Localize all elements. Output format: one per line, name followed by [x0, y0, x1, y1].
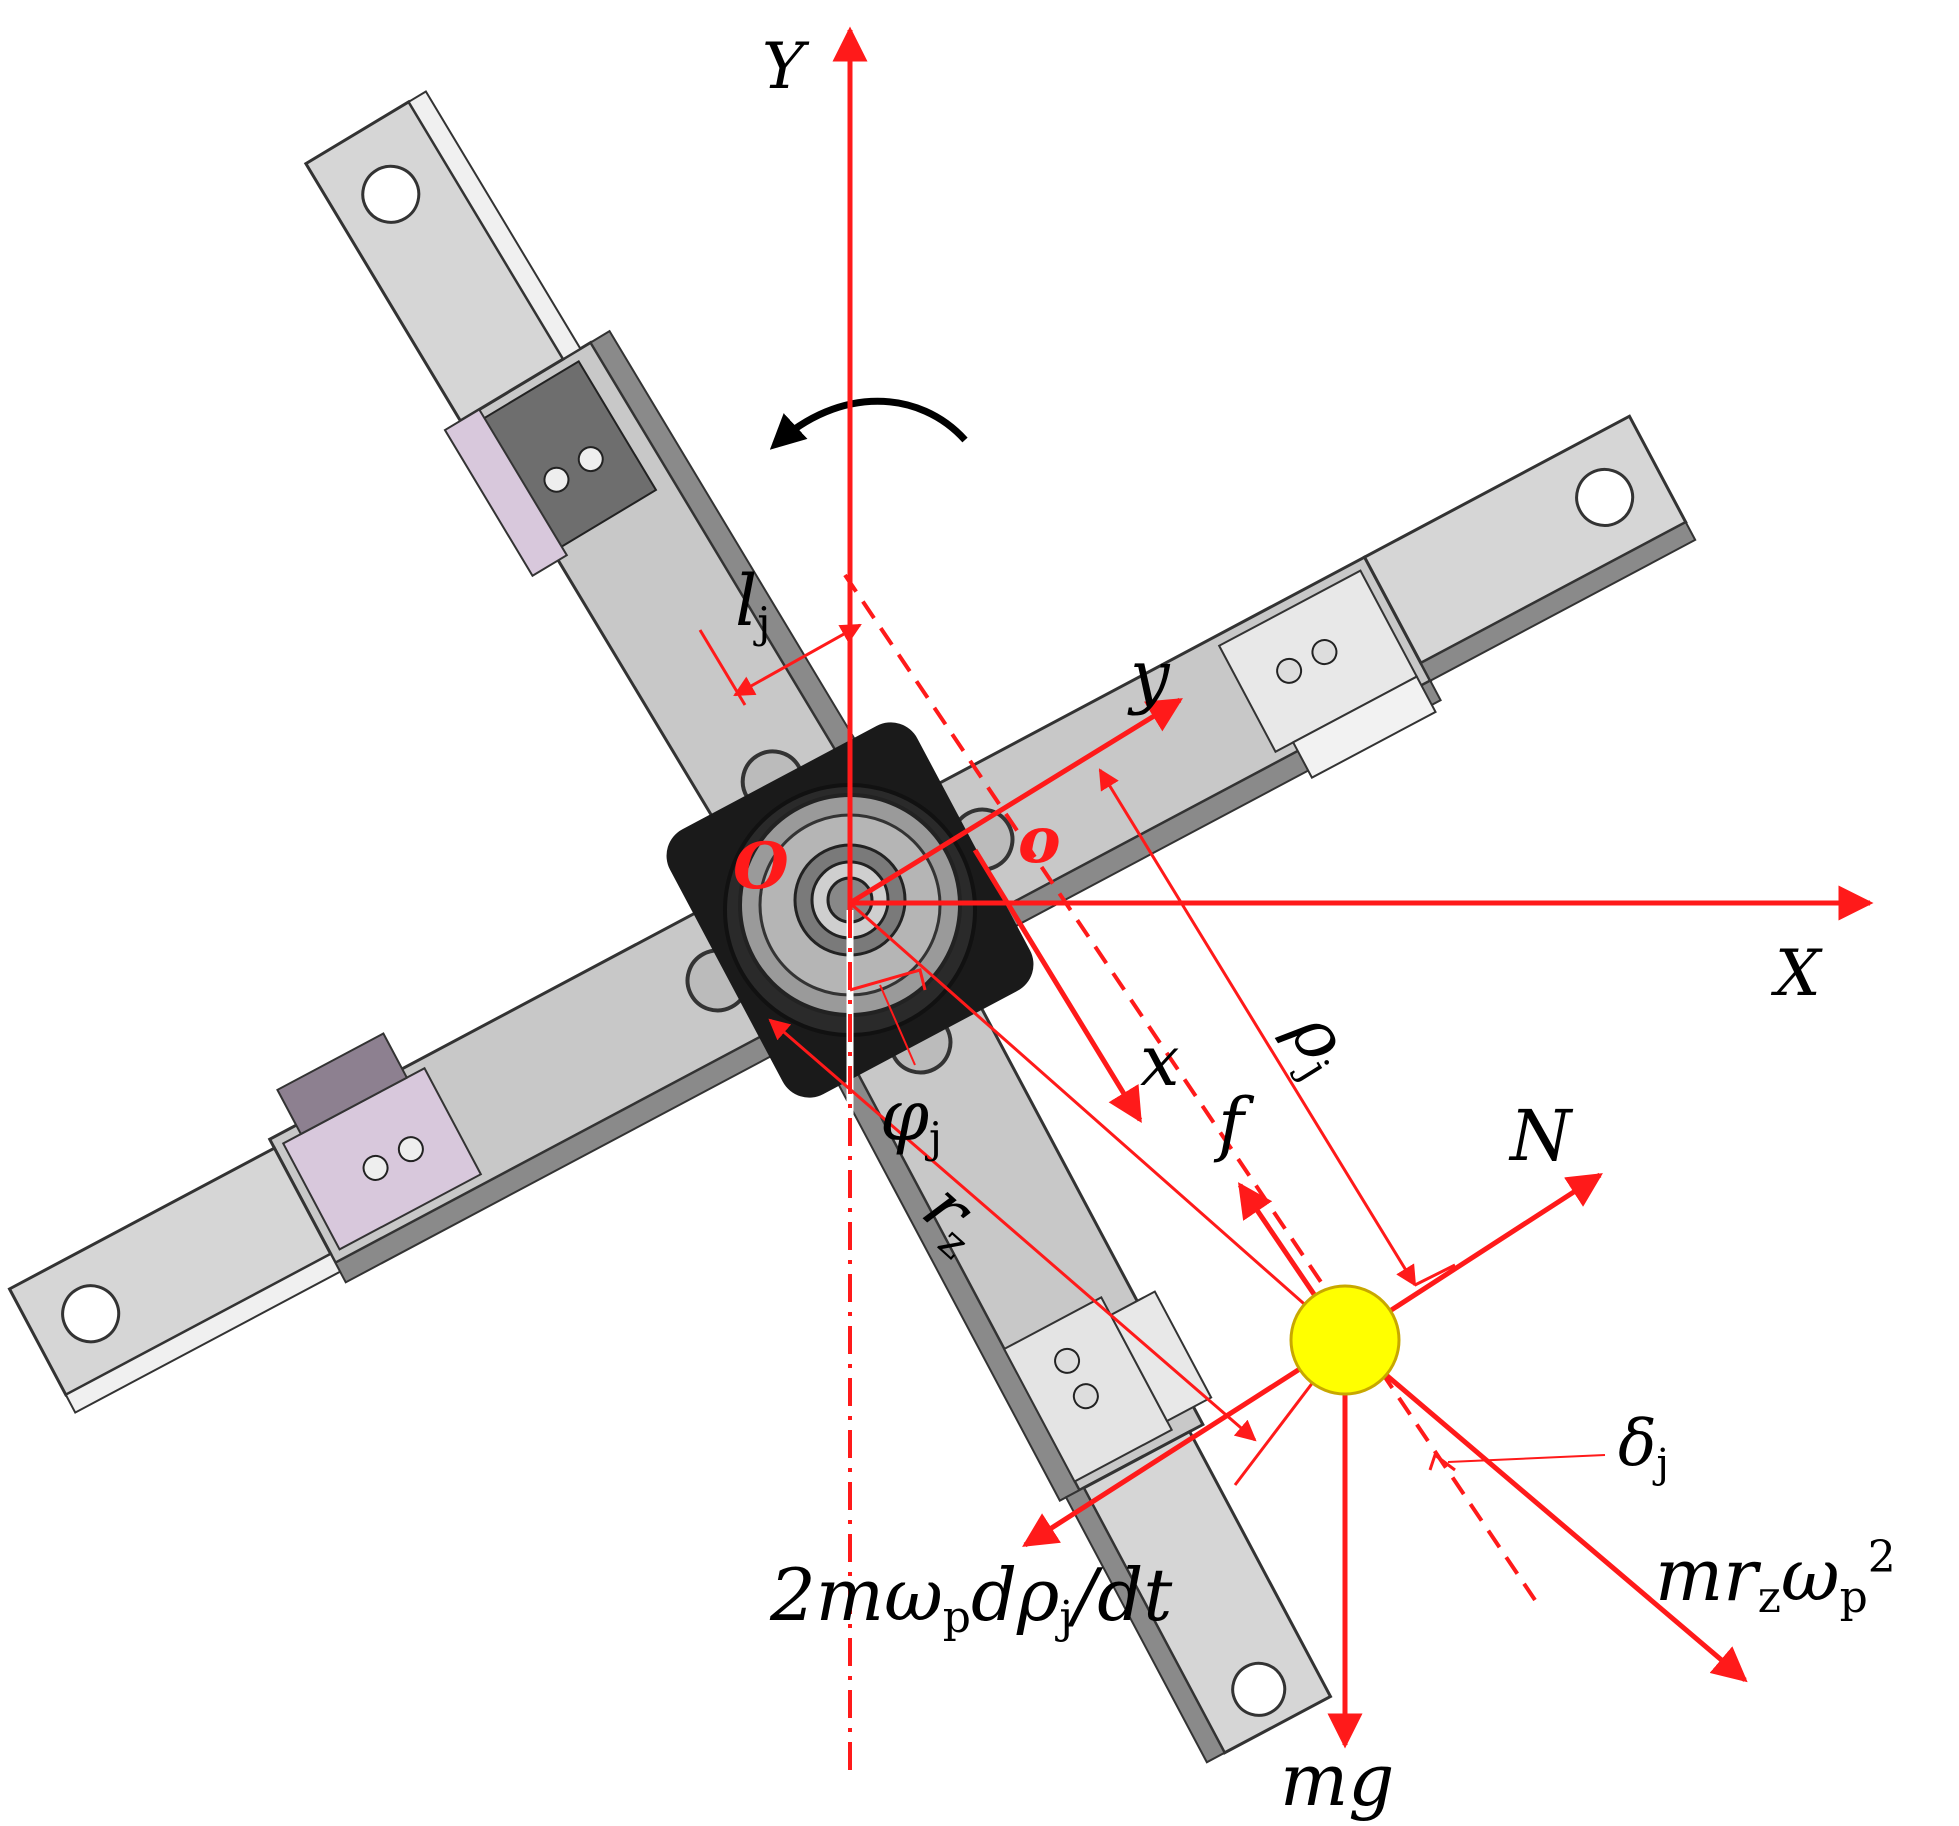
label-f: f	[1213, 1083, 1255, 1165]
label-coriolis-force: 2mωpdρj/dt	[769, 1553, 1173, 1643]
label-lj: lj	[735, 560, 770, 647]
ball	[1289, 1284, 1401, 1396]
labels: Y X O o y x lj ρj φj rz f N δj 2mωpdρj/d…	[733, 30, 1896, 1822]
local-y-axis	[848, 697, 1183, 906]
rhoj-extension	[1414, 1263, 1456, 1287]
label-O: O	[733, 829, 789, 904]
label-mg: mg	[1280, 1738, 1394, 1822]
phij-leader	[879, 984, 916, 1066]
rhoj-dimension	[1098, 768, 1417, 1287]
deltaj-angle-marker	[1428, 1452, 1456, 1472]
label-deltaj: δj	[1618, 1407, 1669, 1487]
coriolis-force-arrow	[1022, 1337, 1347, 1548]
centrifugal-force-arrow	[1343, 1338, 1748, 1683]
label-y: y	[1127, 635, 1171, 717]
annotations	[698, 26, 1874, 1780]
label-Y: Y	[762, 30, 810, 104]
O-to-ball-line	[849, 901, 1346, 1342]
label-centrifugal-force: mrzωp2	[1655, 1532, 1896, 1623]
deltaj-leader	[1447, 1454, 1606, 1463]
rz-dimension	[768, 1018, 1257, 1442]
label-x: x	[1140, 1020, 1179, 1102]
label-N: N	[1508, 1095, 1574, 1177]
label-X: X	[1770, 937, 1823, 1011]
lj-dimension	[733, 623, 862, 697]
label-phij: φj	[880, 1075, 942, 1162]
lj-extension	[698, 629, 747, 706]
label-o: o	[1018, 803, 1061, 878]
arm-lower-left	[7, 874, 842, 1414]
rotation-arrow-icon	[769, 397, 968, 450]
phij-angle-marker	[849, 968, 927, 992]
mechanism	[7, 90, 1697, 1764]
label-rhoj: ρj	[1268, 995, 1371, 1088]
